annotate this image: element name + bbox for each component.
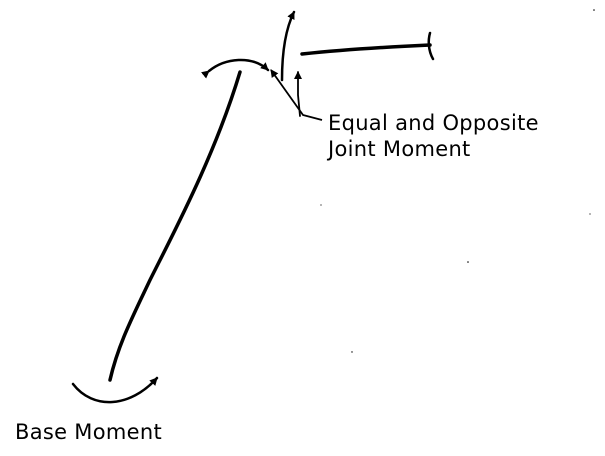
joint-label-line-1: Equal and Opposite <box>328 111 539 135</box>
column-member <box>108 70 242 382</box>
joint-label-line-2: Joint Moment <box>328 137 471 161</box>
beam-member <box>300 43 432 56</box>
beam-joint-moment-arrow <box>280 10 296 82</box>
base-moment-arrow <box>71 376 159 404</box>
leader-line-to-column-moment <box>270 69 323 121</box>
joint-moment-label: Equal and Opposite Joint Moment <box>328 110 539 162</box>
leader-line-to-beam-moment <box>294 71 302 117</box>
base-moment-label: Base Moment <box>15 420 162 444</box>
column-joint-moment-arrow <box>201 58 270 79</box>
scan-specks <box>320 9 595 353</box>
beam-end-tick <box>427 31 435 61</box>
